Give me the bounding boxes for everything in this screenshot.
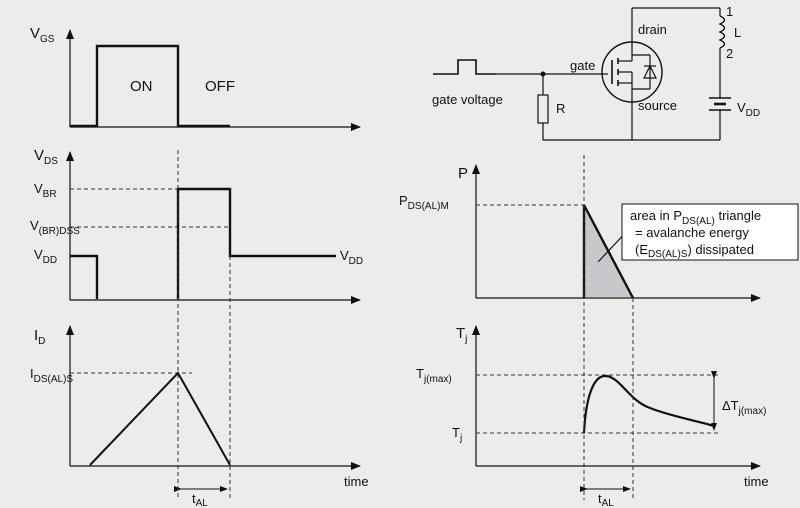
vbrdss-label: V(BR)DSS <box>30 218 80 237</box>
p-axis-label: P <box>458 165 468 182</box>
gate-label: gate <box>570 58 595 73</box>
vds-low-pulse <box>70 254 99 299</box>
tj-label: Tj <box>452 425 462 444</box>
id-current-waveform <box>89 371 231 466</box>
inductor-label: L <box>734 25 741 40</box>
inductor-pin2: 2 <box>726 46 733 61</box>
off-label: OFF <box>205 78 235 95</box>
vds-avalanche-waveform <box>176 187 336 299</box>
note-line-2: = avalanche energy <box>635 225 749 240</box>
circuit-schematic: gate voltage R gate drain source 1 L 2 <box>432 4 760 141</box>
tj-axis-label: Tj <box>456 325 467 345</box>
inductor-coil-icon <box>718 15 726 49</box>
note-line-1: area in PDS(AL) triangle <box>630 208 761 227</box>
vdd-label: VDD <box>34 247 57 266</box>
id-plot: ID IDS(AL)S time tAL <box>30 325 369 508</box>
resistor-label: R <box>556 101 565 116</box>
ids-peak-label: IDS(AL)S <box>30 366 73 385</box>
avalanche-note-box <box>621 203 799 261</box>
source-label: source <box>638 98 677 113</box>
junction-temperature-curve <box>582 374 715 434</box>
drain-label: drain <box>638 22 667 37</box>
tal-left-label: tAL <box>192 491 208 508</box>
delta-tj-label: ΔTj(max) <box>722 398 766 417</box>
vgs-axis-label: VGS <box>30 25 55 45</box>
vgs-pulse <box>70 44 230 128</box>
resistor-symbol <box>537 94 549 124</box>
power-plot: P PDS(AL)M area in PDS(AL) triangle = av… <box>399 164 799 302</box>
gate-voltage-label: gate voltage <box>432 92 503 107</box>
tjmax-label: Tj(max) <box>416 366 452 385</box>
vds-axis-label: VDS <box>34 147 58 167</box>
vds-plot: VDS VBR V(BR)DSS VDD VDD <box>30 147 363 304</box>
inductor-pin1: 1 <box>726 4 733 19</box>
id-axis-label: ID <box>34 327 45 347</box>
vgs-plot: VGS ON OFF <box>30 25 361 131</box>
vbr-label: VBR <box>34 181 57 200</box>
tal-right-label: tAL <box>598 491 614 508</box>
note-line-3: (EDS(AL)S) dissipated <box>635 242 754 260</box>
pds-peak-label: PDS(AL)M <box>399 193 449 212</box>
vdd-right-label: VDD <box>340 248 363 267</box>
gate-pulse-symbol <box>433 59 496 75</box>
tj-time-label: time <box>744 474 769 489</box>
tj-plot: Tj Tj(max) Tj ΔTj(max) time tAL <box>416 325 769 508</box>
id-time-label: time <box>344 474 369 489</box>
body-diode-icon <box>643 64 657 79</box>
on-label: ON <box>130 78 153 95</box>
circuit-vdd-label: VDD <box>737 100 760 119</box>
